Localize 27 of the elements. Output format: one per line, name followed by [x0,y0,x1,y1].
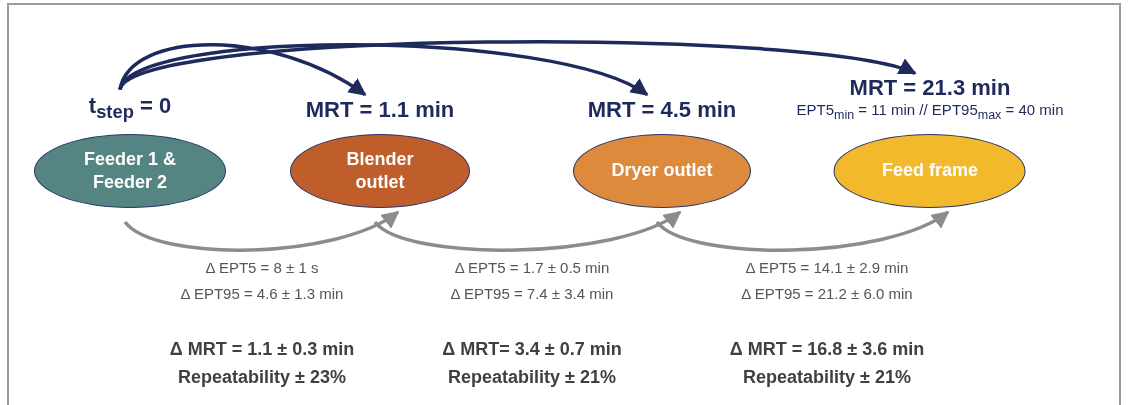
arrow [655,210,950,252]
stage-ellipse: Dryer outlet [573,134,751,208]
stat-text: Δ MRT = 16.8 ± 3.6 min [729,339,925,360]
stat-text: Δ EPT95 = 21.2 ± 6.0 min [741,285,913,302]
stat-text: Δ EPT5 = 8 ± 1 s [205,259,319,276]
stage-ellipse: Blender outlet [290,134,470,208]
stat-text: Δ MRT= 3.4 ± 0.7 min [442,339,622,360]
stat-text: Δ EPT95 = 4.6 ± 1.3 min [180,285,344,302]
stat-text: Δ EPT5 = 1.7 ± 0.5 min [454,259,610,276]
heading-text: MRT = 4.5 min [587,96,737,122]
arrow [373,210,682,252]
stat-text: Δ EPT95 = 7.4 ± 3.4 min [450,285,614,302]
arrow [118,40,917,91]
heading-text: MRT = 21.3 min [849,75,1011,101]
arrow [118,43,649,97]
arrow [123,210,400,252]
stat-text: Repeatability ± 21% [448,367,616,388]
stat-text: Repeatability ± 23% [178,367,346,388]
stage-ellipse: Feeder 1 & Feeder 2 [34,134,226,208]
note-text: EPT5$_{min}$ = 11 min // EPT95$_{max}$ = 40 min [796,100,1064,122]
stage-ellipse: Feed frame [834,134,1026,208]
heading-text: t$_{step}$ = 0 [88,92,172,122]
heading-text: MRT = 1.1 min [305,96,455,122]
arrow [118,43,367,97]
stat-text: Δ EPT5 = 14.1 ± 2.9 min [745,259,909,276]
stat-text: Δ MRT = 1.1 ± 0.3 min [169,339,355,360]
stat-text: Repeatability ± 21% [743,367,911,388]
